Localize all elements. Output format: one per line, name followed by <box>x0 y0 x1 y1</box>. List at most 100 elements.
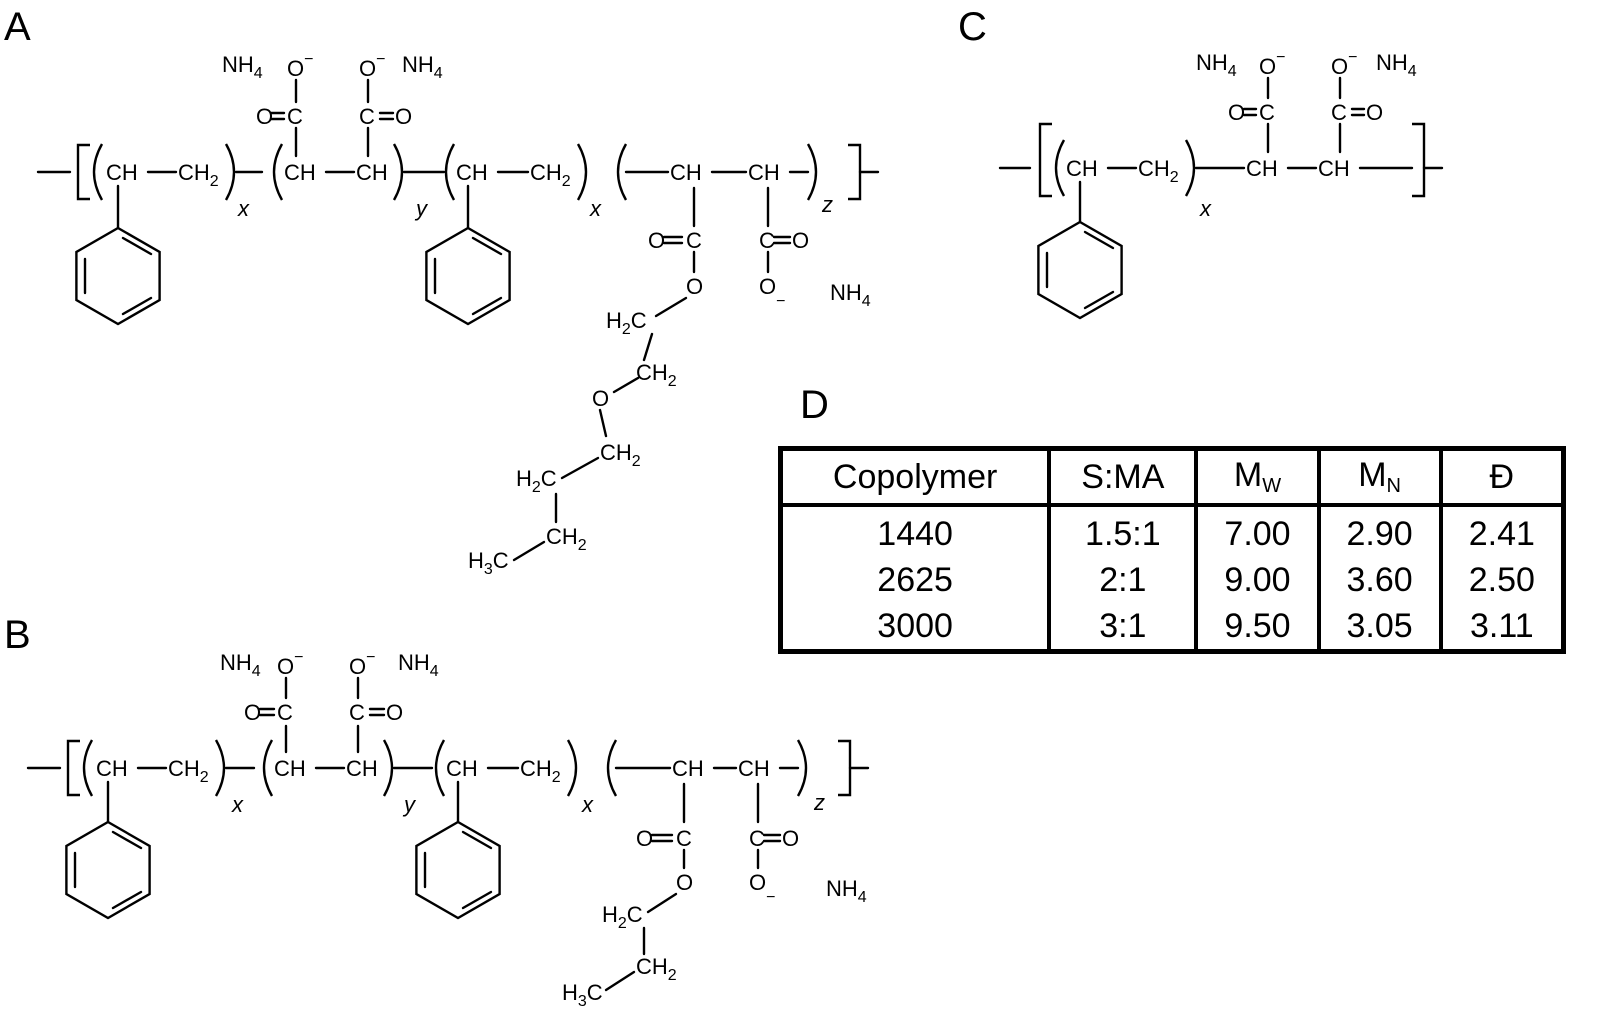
svg-text:C: C <box>277 700 293 725</box>
svg-text:O−: O− <box>277 649 303 679</box>
svg-text:C: C <box>1259 100 1275 125</box>
svg-text:NH4: NH4 <box>222 52 263 82</box>
header-ratio: S:MA <box>1047 446 1199 507</box>
panel-label-d: D <box>800 383 829 427</box>
panel-label-a: A <box>4 5 31 49</box>
structure-b: CH CH2 x CH CH y CH CH2 x CH CH z C <box>26 649 870 1010</box>
svg-text:NH4: NH4 <box>402 52 443 82</box>
svg-text:CH2: CH2 <box>546 524 587 554</box>
svg-text:O: O <box>592 386 609 411</box>
svg-text:O−: O− <box>359 51 385 81</box>
cell-dispersity: 2.41 <box>1438 505 1566 557</box>
svg-text:C: C <box>749 826 765 851</box>
svg-text:O: O <box>1366 100 1383 125</box>
svg-text:z: z <box>813 790 825 815</box>
svg-text:CH: CH <box>274 756 306 781</box>
svg-text:O: O <box>244 700 261 725</box>
svg-text:y: y <box>402 792 417 817</box>
svg-text:H3C: H3C <box>468 548 509 578</box>
svg-text:C: C <box>759 228 775 253</box>
svg-text:CH2: CH2 <box>520 756 561 786</box>
cell-copolymer: 3000 <box>778 603 1052 652</box>
table-row: 2625 2:1 9.00 3.60 2.50 <box>778 557 1566 603</box>
structure-c: CH CH2 x CH CH C O O− NH4 C O O− NH4 <box>998 49 1444 320</box>
svg-text:CH: CH <box>106 160 138 185</box>
svg-text:O−: O− <box>749 870 775 906</box>
svg-text:CH: CH <box>456 160 488 185</box>
svg-text:CH: CH <box>346 756 378 781</box>
svg-text:NH4: NH4 <box>1196 50 1237 80</box>
svg-text:O: O <box>676 870 693 895</box>
svg-text:CH: CH <box>672 756 704 781</box>
svg-text:H2C: H2C <box>516 466 557 496</box>
svg-text:O−: O− <box>349 649 375 679</box>
table-header-row: Copolymer S:MA MW MN Đ <box>778 446 1566 507</box>
header-mw: MW <box>1194 446 1321 507</box>
svg-text:C: C <box>287 104 303 129</box>
svg-text:O: O <box>636 826 653 851</box>
table-row: 1440 1.5:1 7.00 2.90 2.41 <box>778 505 1566 557</box>
table-row: 3000 3:1 9.50 3.05 3.11 <box>778 603 1566 652</box>
svg-text:CH: CH <box>1318 156 1350 181</box>
svg-text:O: O <box>686 274 703 299</box>
header-copolymer: Copolymer <box>778 446 1052 507</box>
header-dispersity: Đ <box>1438 446 1566 507</box>
structure-a: CH CH2 x CH CH y CH CH2 x CH CH z <box>36 51 880 578</box>
svg-text:CH: CH <box>446 756 478 781</box>
cell-dispersity: 2.50 <box>1438 557 1566 603</box>
index-x: x <box>237 196 250 221</box>
svg-text:C: C <box>676 826 692 851</box>
cell-ratio: 3:1 <box>1047 603 1199 652</box>
svg-text:CH: CH <box>284 160 316 185</box>
svg-text:x: x <box>1199 196 1212 221</box>
cell-dispersity: 3.11 <box>1438 603 1566 652</box>
svg-text:x: x <box>581 792 594 817</box>
svg-text:x: x <box>589 196 602 221</box>
header-mn: MN <box>1316 446 1443 507</box>
cell-ratio: 1.5:1 <box>1047 505 1199 557</box>
svg-text:CH: CH <box>670 160 702 185</box>
cell-copolymer: 1440 <box>778 505 1052 557</box>
svg-text:H2C: H2C <box>606 308 647 338</box>
svg-text:O: O <box>1228 100 1245 125</box>
cell-mw: 9.50 <box>1194 603 1321 652</box>
svg-text:O: O <box>256 104 273 129</box>
svg-text:CH2: CH2 <box>636 360 677 390</box>
svg-text:C: C <box>1331 100 1347 125</box>
svg-text:NH4: NH4 <box>220 650 261 680</box>
svg-text:O: O <box>648 228 665 253</box>
svg-text:CH: CH <box>1066 156 1098 181</box>
cell-mn: 2.90 <box>1316 505 1443 557</box>
svg-text:NH4: NH4 <box>826 876 867 906</box>
svg-text:O−: O− <box>759 274 785 310</box>
svg-text:CH2: CH2 <box>168 756 209 786</box>
svg-text:C: C <box>686 228 702 253</box>
svg-text:O−: O− <box>287 51 313 81</box>
svg-text:CH: CH <box>748 160 780 185</box>
svg-text:C: C <box>359 104 375 129</box>
svg-text:O: O <box>782 826 799 851</box>
cell-copolymer: 2625 <box>778 557 1052 603</box>
cell-mn: 3.60 <box>1316 557 1443 603</box>
svg-text:O: O <box>395 104 412 129</box>
copolymer-properties-table: Copolymer S:MA MW MN Đ 1440 1.5:1 7.00 2… <box>778 446 1566 654</box>
cell-mn: 3.05 <box>1316 603 1443 652</box>
cell-ratio: 2:1 <box>1047 557 1199 603</box>
svg-text:CH: CH <box>356 160 388 185</box>
svg-text:CH: CH <box>738 756 770 781</box>
svg-text:NH4: NH4 <box>830 280 871 310</box>
svg-text:CH2: CH2 <box>530 160 571 190</box>
svg-text:y: y <box>414 196 429 221</box>
panel-label-c: C <box>958 5 987 49</box>
svg-text:NH4: NH4 <box>1376 50 1417 80</box>
svg-text:CH: CH <box>1246 156 1278 181</box>
svg-text:C: C <box>349 700 365 725</box>
svg-text:CH2: CH2 <box>600 440 641 470</box>
svg-text:O−: O− <box>1259 49 1285 79</box>
svg-text:NH4: NH4 <box>398 650 439 680</box>
svg-text:CH2: CH2 <box>1138 156 1179 186</box>
svg-text:CH: CH <box>96 756 128 781</box>
cell-mw: 9.00 <box>1194 557 1321 603</box>
svg-text:CH2: CH2 <box>636 954 677 984</box>
